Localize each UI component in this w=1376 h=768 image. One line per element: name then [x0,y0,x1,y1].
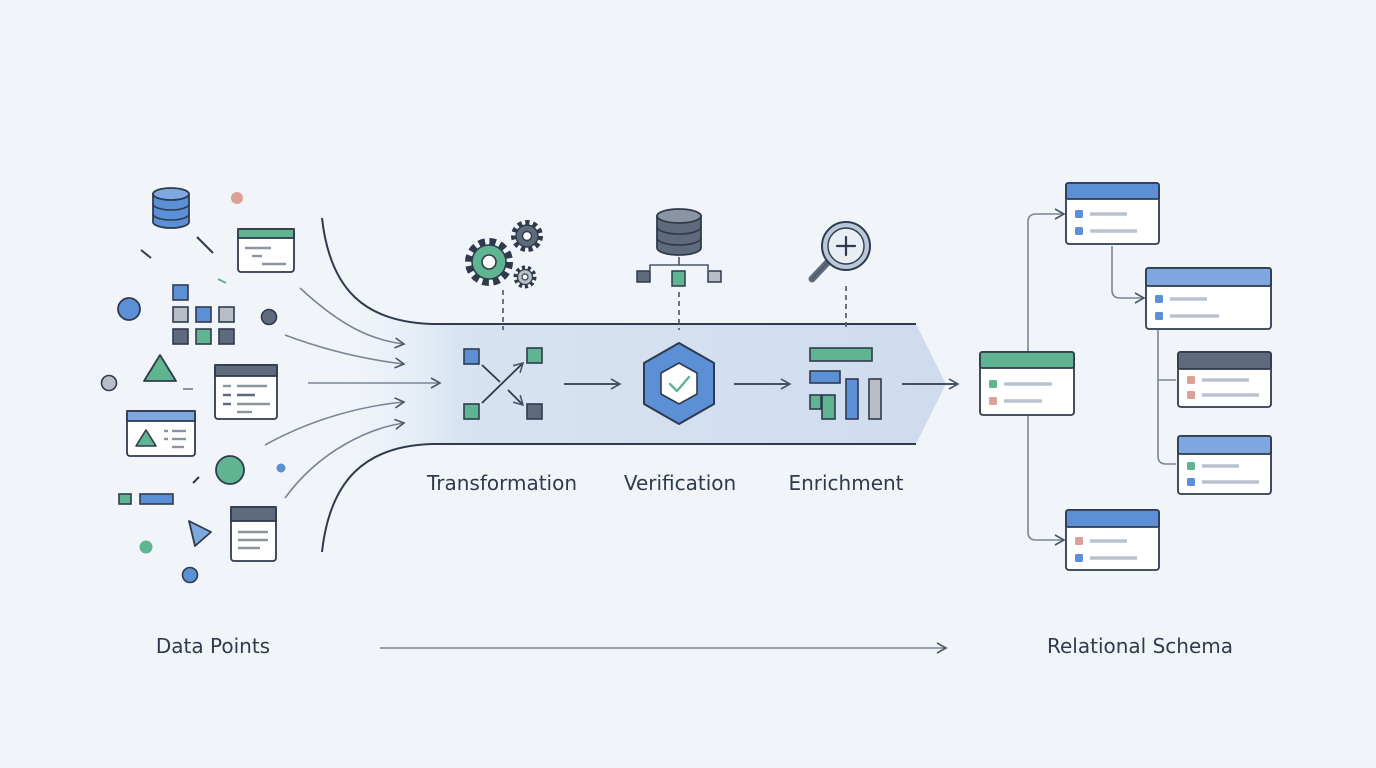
funnel-arrow-5 [284,418,406,499]
branch-connector [636,257,722,287]
circle-icon [215,455,245,485]
circle-icon [181,566,199,584]
pipe-top-edge [321,217,916,325]
dash-mark [217,278,227,284]
stage-enrichment: Enrichment [788,221,904,495]
schema-table-5 [1065,509,1160,571]
dash-mark [140,249,152,259]
schema-table-2 [1145,267,1272,330]
gear-icon [465,238,513,286]
pipe-body [322,218,946,552]
schema-table-root [979,351,1075,416]
source-label: Data Points [156,634,270,658]
relational-schema [979,182,1272,571]
stage-verification: Verification [624,208,736,495]
circle-icon [100,374,118,392]
funnel-arrows [264,287,442,499]
dash-mark [192,476,200,484]
table-card-icon [214,364,278,420]
schema-table-3 [1177,351,1272,408]
schema-table-4 [1177,435,1272,495]
block-grid-icon [172,284,235,345]
image-card-icon [126,410,196,457]
gear-icon [511,220,543,252]
schema-table-1 [1065,182,1160,245]
pipeline-pipe [321,217,946,553]
table-card-icon [230,506,277,562]
magnifier-plus-icon [808,221,871,283]
triangle-icon [188,520,212,547]
circle-icon [260,308,278,326]
shield-check-icon [643,342,715,425]
stage-label-enrichment: Enrichment [788,471,903,495]
crossing-arrows-icon [463,347,543,420]
circle-icon [276,463,286,473]
dash-mark [196,236,214,254]
bar-chart-icon [809,347,882,420]
block-icon [118,493,132,505]
funnel-arrow-1 [299,287,406,349]
triangle-icon [143,354,177,382]
funnel-arrow-4 [264,397,406,446]
pipe-bottom-edge [321,443,916,553]
table-card-icon [237,228,295,273]
stage-label-transformation: Transformation [426,471,577,495]
database-icon [152,187,190,229]
circle-icon [117,297,141,321]
block-icon [139,493,174,505]
schema-tree-lines [1027,208,1176,546]
gear-icon [513,265,537,289]
stage-label-verification: Verification [624,471,736,495]
circle-icon [231,192,243,204]
target-label: Relational Schema [1047,634,1233,658]
data-points-cluster [100,187,295,584]
funnel-arrow-2 [284,334,406,369]
stage-transformation: Transformation [426,220,577,495]
database-icon [656,208,702,256]
circle-icon [139,540,153,554]
